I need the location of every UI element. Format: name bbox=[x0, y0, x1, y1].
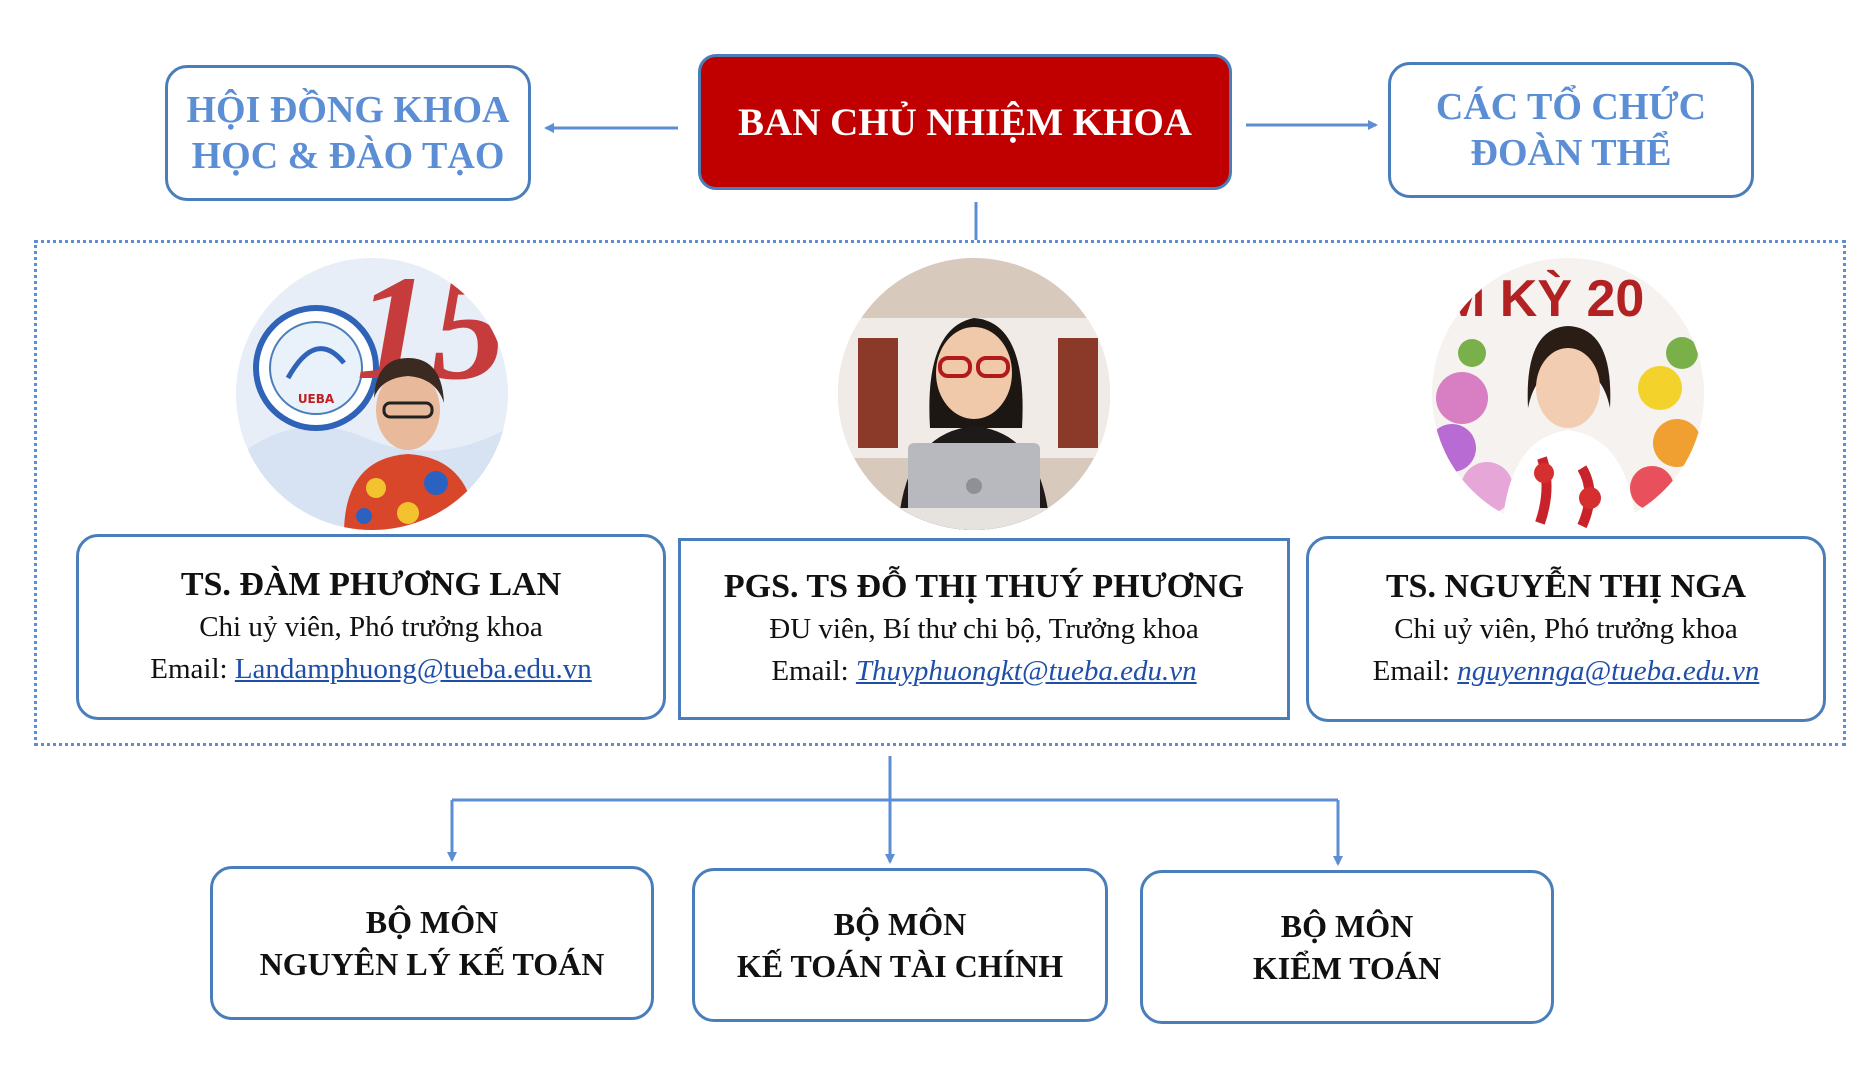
member-email-link[interactable]: Landamphuong@tueba.edu.vn bbox=[234, 653, 592, 685]
email-label: Email: bbox=[1372, 655, 1458, 687]
council-line-1: HỘI ĐỒNG KHOA bbox=[186, 89, 510, 131]
member-email-row: Email: Landamphuong@tueba.edu.vn bbox=[150, 648, 591, 690]
member-role: Chi uỷ viên, Phó trưởng khoa bbox=[1394, 613, 1738, 645]
council-box: HỘI ĐỒNG KHOA HỌC & ĐÀO TẠO bbox=[165, 65, 531, 201]
member-card-1: TS. ĐÀM PHƯƠNG LAN Chi uỷ viên, Phó trưở… bbox=[76, 534, 666, 720]
dept-line-2: KIỂM TOÁN bbox=[1252, 950, 1442, 986]
email-label: Email: bbox=[150, 653, 235, 685]
dept-line-2: KẾ TOÁN TÀI CHÍNH bbox=[736, 948, 1064, 984]
email-label: Email: bbox=[771, 655, 856, 687]
faculty-board-box: BAN CHỦ NHIỆM KHOA bbox=[698, 54, 1232, 190]
organizations-box: CÁC TỔ CHỨC ĐOÀN THỂ bbox=[1388, 62, 1754, 198]
dept-principles-of-accounting: BỘ MÔN NGUYÊN LÝ KẾ TOÁN bbox=[210, 866, 654, 1020]
avatar-do-thi-thuy-phuong bbox=[838, 258, 1110, 530]
member-email-row: Email: nguyennga@tueba.edu.vn bbox=[1373, 650, 1760, 692]
member-card-3: TS. NGUYỄN THỊ NGA Chi uỷ viên, Phó trưở… bbox=[1306, 536, 1826, 722]
member-name: TS. NGUYỄN THỊ NGA bbox=[1385, 568, 1747, 605]
leadership-group bbox=[34, 240, 1846, 746]
dept-line-1: BỘ MÔN bbox=[1280, 908, 1414, 944]
avatar-dam-phuong-lan: UEBA 15 bbox=[236, 258, 508, 530]
dept-line-1: BỘ MÔN bbox=[833, 906, 967, 942]
dept-line-1: BỘ MÔN bbox=[365, 904, 499, 940]
dept-financial-accounting: BỘ MÔN KẾ TOÁN TÀI CHÍNH bbox=[692, 868, 1108, 1022]
avatar-nguyen-thi-nga: M KỲ 20 bbox=[1432, 258, 1704, 530]
faculty-board-title: BAN CHỦ NHIỆM KHOA bbox=[738, 100, 1192, 144]
member-name: PGS. TS ĐỖ THỊ THUÝ PHƯƠNG bbox=[723, 568, 1245, 605]
member-name: TS. ĐÀM PHƯƠNG LAN bbox=[180, 566, 562, 603]
council-line-2: HỌC & ĐÀO TẠO bbox=[191, 135, 505, 177]
member-role: ĐU viên, Bí thư chi bộ, Trưởng khoa bbox=[769, 613, 1199, 645]
member-email-row: Email: Thuyphuongkt@tueba.edu.vn bbox=[771, 650, 1196, 692]
organizations-line-2: ĐOÀN THỂ bbox=[1470, 132, 1672, 174]
logo-brand-text: UEBA bbox=[298, 392, 335, 406]
organizations-line-1: CÁC TỔ CHỨC bbox=[1435, 86, 1707, 128]
dept-line-2: NGUYÊN LÝ KẾ TOÁN bbox=[259, 946, 605, 982]
member-card-2: PGS. TS ĐỖ THỊ THUÝ PHƯƠNG ĐU viên, Bí t… bbox=[678, 538, 1290, 720]
member-email-link[interactable]: nguyennga@tueba.edu.vn bbox=[1457, 655, 1760, 687]
member-role: Chi uỷ viên, Phó trưởng khoa bbox=[199, 611, 543, 643]
member-email-link[interactable]: Thuyphuongkt@tueba.edu.vn bbox=[855, 655, 1197, 687]
dept-auditing: BỘ MÔN KIỂM TOÁN bbox=[1140, 870, 1554, 1024]
